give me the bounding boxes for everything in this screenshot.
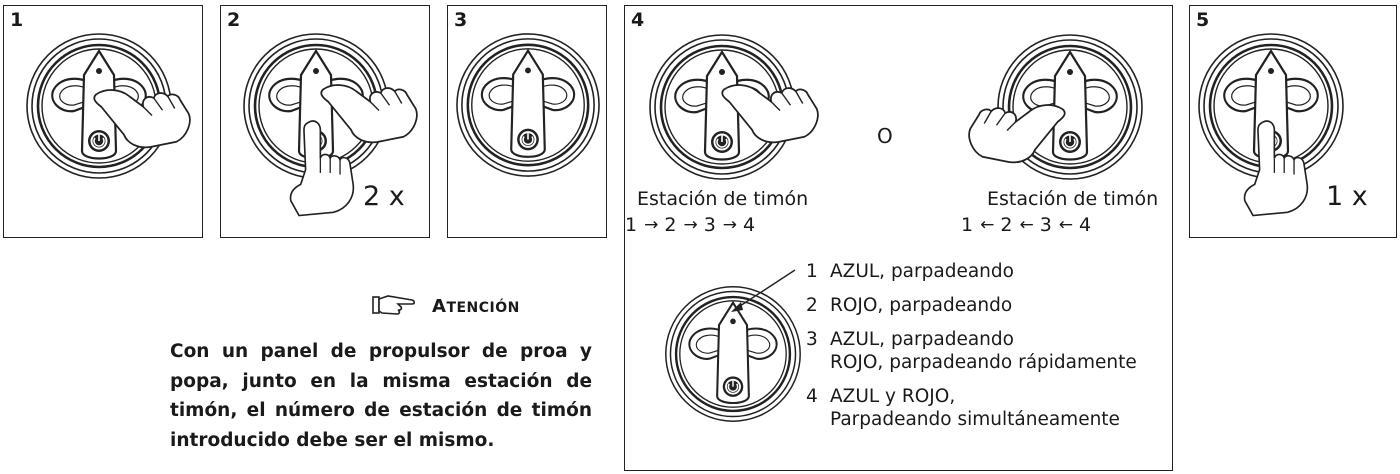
- legend-number: 2: [806, 295, 818, 316]
- legend-number: 3: [806, 329, 818, 350]
- attention-body: Con un panel de propulsor de proa y popa…: [170, 341, 592, 451]
- right-station-caption: Estación de timón: [987, 188, 1159, 210]
- step-number: 5: [1196, 9, 1210, 31]
- left-station-caption: Estación de timón: [637, 188, 809, 210]
- sequence-value: 3: [703, 214, 716, 236]
- pressing-hand-icon: [1235, 118, 1317, 218]
- right-arrow-icon: →: [644, 215, 658, 235]
- step-panel-2: 2 2 x: [220, 5, 430, 238]
- pressing-hand-icon: [281, 118, 363, 218]
- attention-title: ATENCIÓN: [432, 296, 520, 317]
- left-arrow-icon: ←: [980, 215, 994, 235]
- press-count-label: 1 x: [1326, 181, 1368, 212]
- step-number: 1: [10, 9, 24, 31]
- legend-number: 1: [806, 261, 818, 282]
- legend-text: ROJO, parpadeando rápidamente: [830, 352, 1137, 373]
- sequence-value: 1: [961, 214, 974, 236]
- pointing-hand-icon: [372, 295, 416, 315]
- legend-text: Parpadeando simultáneamente: [830, 409, 1120, 430]
- sequence-value: 2: [664, 214, 677, 236]
- step-number: 3: [454, 9, 468, 31]
- left-station-sequence: 1 → 2 → 3 → 4: [625, 214, 755, 236]
- legend-row: 4 AZUL y ROJO,Parpadeando simultáneament…: [806, 385, 1137, 431]
- step-panel-4: 4 O Estación de timón 1 → 2 → 3 → 4 Esta…: [624, 5, 1173, 471]
- sequence-value: 4: [743, 214, 756, 236]
- press-count-label: 2 x: [363, 181, 405, 212]
- legend-text: ROJO, parpadeando: [830, 295, 1013, 316]
- legend-row: 2 ROJO, parpadeando: [806, 294, 1137, 317]
- step-number: 4: [631, 9, 645, 31]
- legend-text: AZUL y ROJO,: [830, 386, 956, 407]
- attention-title-rest: TENCIÓN: [446, 300, 520, 316]
- pointing-hand-icon: [89, 61, 194, 149]
- or-label: O: [877, 124, 893, 148]
- right-station-sequence: 1 ← 2 ← 3 ← 4: [961, 214, 1091, 236]
- legend-row: 1 AZUL, parpadeando: [806, 260, 1137, 283]
- step-panel-3: 3: [447, 5, 607, 238]
- led-status-legend: 1 AZUL, parpadeando 2 ROJO, parpadeando …: [806, 260, 1137, 442]
- right-arrow-icon: →: [683, 215, 697, 235]
- left-arrow-icon: ←: [1019, 215, 1033, 235]
- sequence-value: 2: [1000, 214, 1013, 236]
- indicator-pointer-line: [731, 269, 796, 312]
- legend-number: 4: [806, 386, 818, 407]
- legend-text: AZUL, parpadeando: [830, 261, 1014, 282]
- legend-text: AZUL, parpadeando: [830, 329, 1014, 350]
- control-knob-icon: [454, 31, 602, 179]
- step-panel-5: 5 1 x: [1189, 5, 1397, 238]
- sequence-value: 3: [1039, 214, 1052, 236]
- step-number: 2: [227, 9, 241, 31]
- pointing-hand-icon: [965, 76, 1070, 164]
- sequence-value: 1: [625, 214, 638, 236]
- pointing-hand-icon: [717, 56, 822, 144]
- right-arrow-icon: →: [722, 215, 737, 235]
- attention-title-initial: A: [432, 296, 447, 317]
- left-arrow-icon: ←: [1058, 215, 1073, 235]
- sequence-value: 4: [1079, 214, 1092, 236]
- step-panel-1: 1: [3, 5, 203, 238]
